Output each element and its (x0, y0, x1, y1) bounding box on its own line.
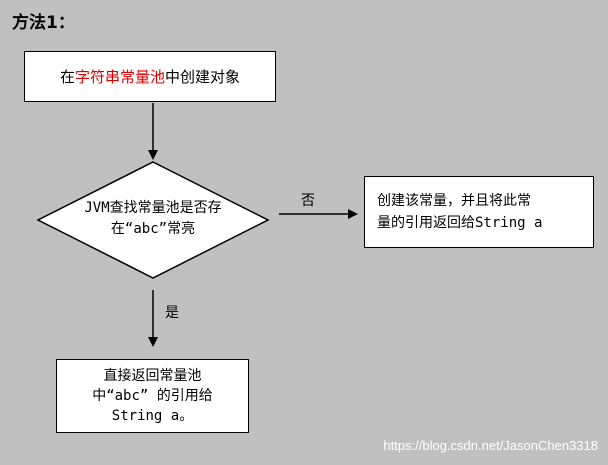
watermark: https://blog.csdn.net/JasonChen3318 (383, 438, 598, 453)
return-reference-box: 直接返回常量池 中“abc” 的引用给 String a。 (56, 359, 249, 433)
yes-label: 是 (165, 305, 179, 321)
no-label: 否 (301, 193, 315, 209)
decision-line-1: JVM查找常量池是否存 (84, 200, 222, 216)
create-constant-box: 创建该常量，并且将此常 量的引用返回给String a (364, 176, 594, 248)
page-title: 方法1： (12, 13, 75, 33)
start-box-prefix: 在 (59, 68, 75, 86)
bottom-box-line-1: 直接返回常量池 (103, 368, 202, 384)
bottom-box-line-3: String a。 (111, 408, 194, 424)
right-box-line-1: 创建该常量，并且将此常 (377, 193, 531, 209)
start-box-suffix: 中创建对象 (165, 68, 241, 86)
start-box: 在字符串常量池中创建对象 (24, 51, 276, 102)
right-box-line-2: 量的引用返回给String a (377, 215, 543, 231)
start-box-highlight: 字符串常量池 (74, 68, 165, 86)
decision-diamond (36, 161, 270, 279)
decision-text: JVM查找常量池是否存 在“abc”常亮 (38, 198, 268, 240)
bottom-box-line-2: 中“abc” 的引用给 (92, 388, 213, 404)
decision-line-2: 在“abc”常亮 (110, 221, 196, 237)
